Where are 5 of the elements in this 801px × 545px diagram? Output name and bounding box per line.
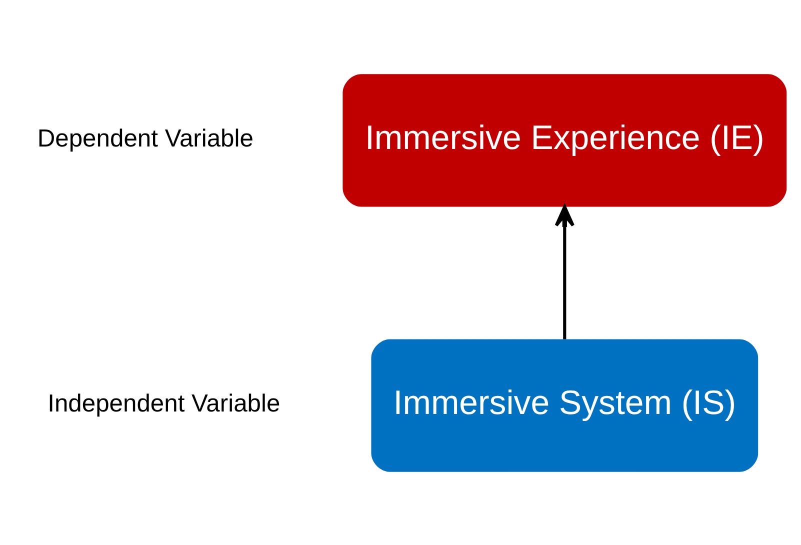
- node-label: Dependent Variable: [37, 124, 254, 152]
- node-box: Immersive Experience (IE): [342, 74, 787, 206]
- node-label: Independent Variable: [48, 390, 280, 417]
- node-box: Immersive System (IS): [371, 338, 758, 472]
- arrow: [554, 204, 575, 339]
